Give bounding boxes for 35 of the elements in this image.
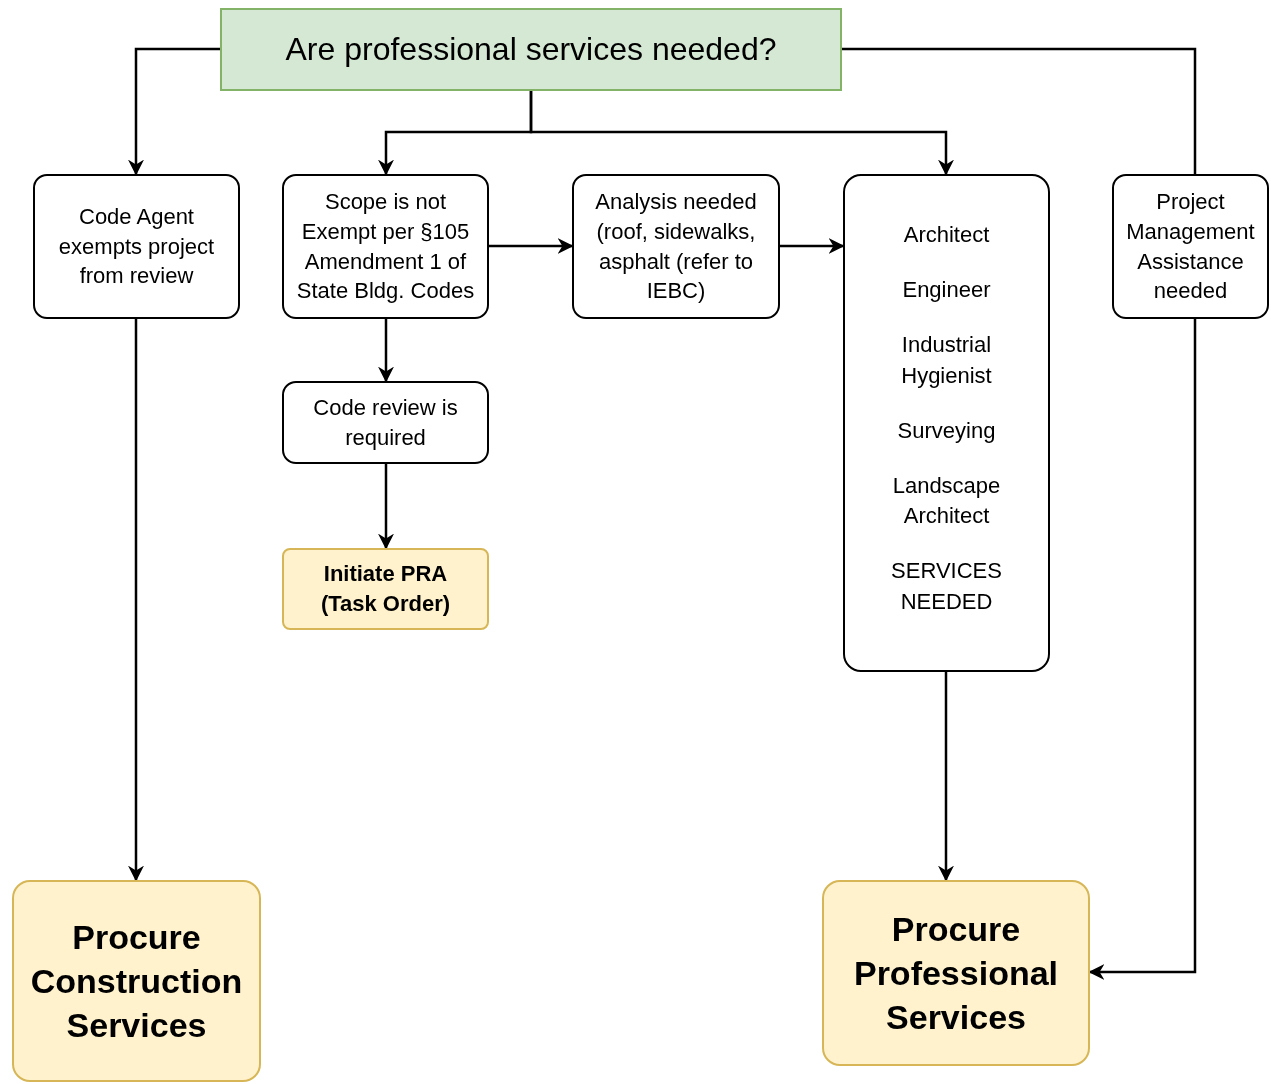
node-text: SERVICES NEEDED xyxy=(890,557,1003,617)
process-box xyxy=(33,174,240,319)
process-box xyxy=(572,174,780,319)
node-text: Surveying xyxy=(896,416,997,445)
node-text: Are professional services needed? xyxy=(284,30,778,69)
arrow xyxy=(1088,319,1197,980)
arrow xyxy=(128,319,144,882)
process-box xyxy=(282,381,489,464)
outcome-box xyxy=(12,880,261,1082)
node-text: Procure Construction Services xyxy=(29,916,244,1047)
outcome-box xyxy=(822,880,1090,1066)
question-box xyxy=(220,8,842,91)
arrow xyxy=(128,47,220,176)
arrow xyxy=(378,319,394,383)
node-text: Industrial Hygienist xyxy=(900,330,993,390)
arrow xyxy=(938,672,954,882)
process-box xyxy=(843,174,1050,672)
arrow xyxy=(529,91,954,176)
connector-line xyxy=(842,47,1197,174)
arrow xyxy=(780,238,845,254)
arrow xyxy=(378,464,394,550)
node-text: Initiate PRA (Task Order) xyxy=(319,560,452,618)
node-text: Procure Professional Services xyxy=(852,908,1060,1039)
action-box xyxy=(282,548,489,630)
node-text: Code Agent exempts project from review xyxy=(57,202,216,291)
node-text: Scope is not Exempt per §105 Amendment 1 of State Bldg. Codes xyxy=(295,188,476,306)
arrow xyxy=(489,238,574,254)
node-text: Landscape Architect xyxy=(891,471,1002,531)
node-text: Project Management Assistance needed xyxy=(1125,188,1256,306)
node-text: Analysis needed (roof, sidewalks, asphalt (refer to IEBC) xyxy=(594,188,758,306)
node-text: Engineer xyxy=(901,276,992,304)
node-text: Code review is required xyxy=(312,393,459,452)
process-box xyxy=(282,174,489,319)
process-box xyxy=(1112,174,1269,319)
node-text: Architect xyxy=(902,221,991,250)
